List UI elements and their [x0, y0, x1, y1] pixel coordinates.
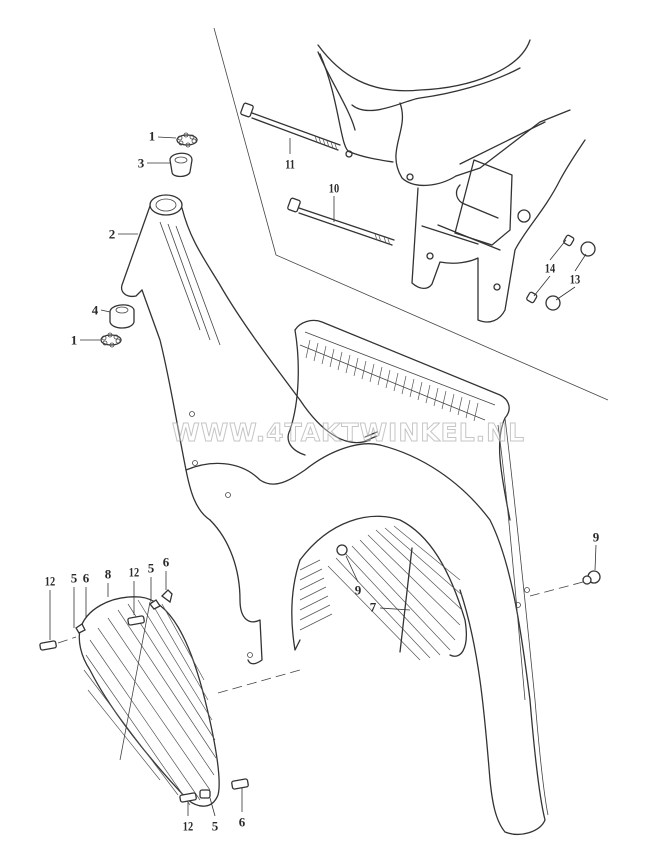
rear-fender	[291, 515, 467, 661]
callout-12-left: 12	[44, 573, 56, 589]
callout-9-left: 9	[354, 582, 362, 598]
callout-1-upper: 1	[148, 128, 156, 144]
body-shell-inset	[317, 39, 586, 323]
callout-4: 4	[91, 302, 99, 318]
lower-bearing-parts	[100, 304, 135, 348]
callout-5-left: 5	[70, 570, 78, 586]
callout-5-bottom: 5	[211, 818, 219, 834]
bolt-11	[240, 102, 341, 151]
callout-6-bottom: 6	[238, 814, 246, 830]
callout-13: 13	[569, 271, 581, 287]
watermark: WWW.4TAKTWINKEL.NL	[172, 418, 525, 448]
leader-lines	[49, 136, 597, 817]
callout-12-bottom: 12	[182, 818, 194, 834]
inset-panel-border	[213, 27, 609, 401]
callout-11: 11	[285, 156, 295, 172]
nuts-13-14	[526, 234, 596, 311]
nut-9-right	[529, 570, 601, 597]
callout-5-top: 5	[147, 560, 155, 576]
callout-14: 14	[544, 260, 556, 276]
callout-2: 2	[108, 226, 116, 242]
callout-7: 7	[369, 599, 377, 615]
callout-9-right: 9	[592, 529, 600, 545]
upper-bearing-parts	[169, 132, 198, 178]
callout-8: 8	[104, 566, 112, 582]
callout-1-lower: 1	[70, 332, 78, 348]
nut-9-left	[336, 544, 348, 556]
callout-3: 3	[137, 155, 145, 171]
callout-6-left: 6	[82, 570, 90, 586]
bolt-10	[287, 197, 395, 246]
callout-6-top: 6	[162, 554, 170, 570]
grille-cover	[39, 589, 301, 807]
main-frame	[120, 194, 549, 835]
callout-10: 10	[328, 180, 340, 196]
callout-12-top: 12	[128, 564, 140, 580]
